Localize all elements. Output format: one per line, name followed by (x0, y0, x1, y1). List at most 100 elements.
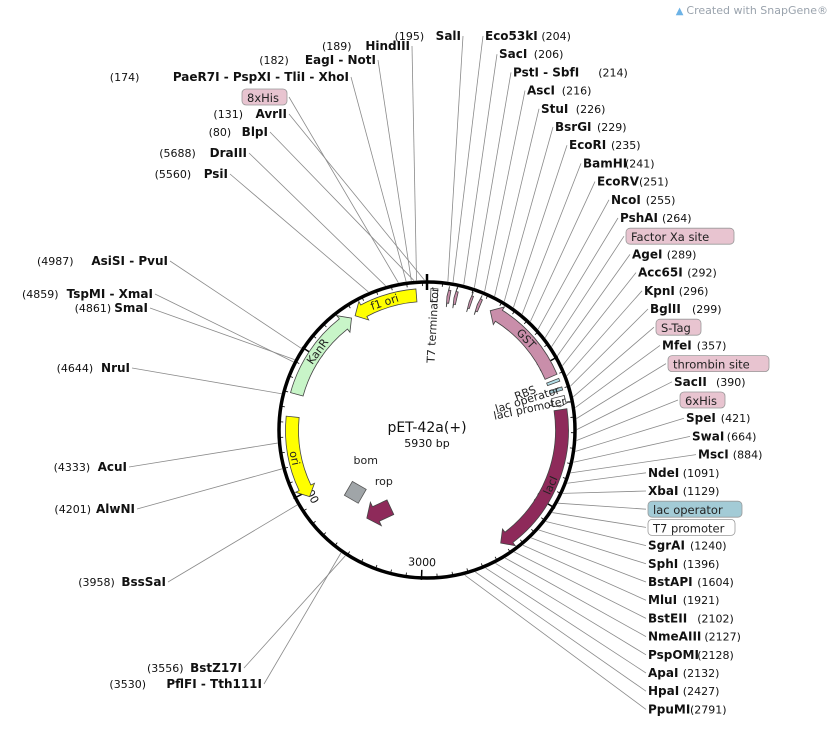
site-8xhis[interactable]: 8xHis (241, 88, 288, 106)
feature-lac-operator[interactable] (548, 386, 564, 395)
site-ndei[interactable]: NdeI(1091) (648, 466, 719, 480)
site-pflfi-tth111i[interactable]: PflFI - Tth111I(3530) (109, 677, 262, 691)
feature-segment[interactable] (452, 287, 459, 309)
site-pspomi[interactable]: PspOMI(2128) (648, 648, 734, 662)
site-eco53ki[interactable]: Eco53kI(204) (485, 29, 571, 43)
feature-rop[interactable] (361, 495, 396, 530)
site-psti-sbfi[interactable]: PstI - SbfI(214) (513, 65, 628, 79)
leader-line (503, 126, 554, 302)
minor-tick (312, 335, 317, 339)
site-apai[interactable]: ApaI(2132) (648, 666, 719, 680)
site-bstapi[interactable]: BstAPI(1604) (648, 575, 734, 589)
site-asisi-pvui[interactable]: AsiSI - PvuI(4987) (37, 254, 168, 268)
minor-tick (512, 310, 516, 315)
site-ecori[interactable]: EcoRI(235) (569, 138, 641, 152)
minor-tick (519, 539, 524, 544)
site-position: (884) (733, 449, 763, 462)
feature-gst[interactable] (489, 306, 558, 380)
site-saci[interactable]: SacI(206) (499, 47, 563, 61)
feature-kanr[interactable] (290, 315, 352, 397)
feature-laci-promoter[interactable] (548, 395, 570, 408)
site-sali[interactable]: SalI(195) (395, 29, 461, 43)
feature-segment[interactable] (445, 286, 452, 308)
feature-f1-ori[interactable] (354, 288, 418, 321)
site-xbai[interactable]: XbaI(1129) (648, 484, 719, 498)
site-swai[interactable]: SwaI(664) (692, 429, 756, 443)
site-paer7i-pspxi-tlii-xhoi[interactable]: PaeR7I - PspXI - TliI - XhoI(174) (110, 70, 349, 84)
site-smai[interactable]: SmaI(4861) (75, 301, 148, 315)
minor-tick (406, 283, 408, 288)
site-s-tag[interactable]: S-Tag (655, 318, 702, 336)
leader-line (452, 35, 484, 283)
leader-line (463, 54, 498, 285)
site-spei[interactable]: SpeI(421) (686, 411, 750, 425)
site-blpi[interactable]: BlpI(80) (209, 125, 268, 139)
feature-bom[interactable] (343, 480, 367, 504)
site-name: AscI (527, 84, 555, 98)
feature-segment[interactable] (466, 291, 475, 313)
site-nmeaiii[interactable]: NmeAIII(2127) (648, 630, 741, 644)
site-eagi-noti[interactable]: EagI - NotI(182) (259, 53, 376, 67)
leader-line (530, 181, 596, 322)
feature-segment[interactable] (473, 295, 483, 315)
site-position: (1396) (683, 558, 720, 571)
feature-ori[interactable] (285, 415, 316, 498)
site-ppumi[interactable]: PpuMI(2791) (648, 702, 727, 716)
site-sphi[interactable]: SphI(1396) (648, 557, 719, 571)
site-thrombin-site[interactable]: thrombin site (667, 355, 770, 373)
site-acc65i[interactable]: Acc65I(292) (638, 266, 717, 280)
site-draiii[interactable]: DraIII(5688) (159, 146, 247, 160)
minor-tick (347, 551, 351, 556)
site-factor-xa-site[interactable]: Factor Xa site (625, 227, 735, 245)
site-mlui[interactable]: MluI(1921) (648, 593, 719, 607)
leader-line (570, 454, 697, 474)
site-hpai[interactable]: HpaI(2427) (648, 684, 719, 698)
feature-laci[interactable] (500, 408, 569, 547)
site-alwni[interactable]: AlwNI(4201) (54, 502, 135, 516)
site-bamhi[interactable]: BamHI(241) (583, 156, 655, 170)
site-msci[interactable]: MscI(884) (698, 448, 762, 462)
site-position: (206) (534, 48, 564, 61)
site-t7-promoter[interactable]: T7 promoter (647, 519, 736, 536)
site-bstz17i[interactable]: BstZ17I(3556) (147, 661, 242, 675)
site-mfei[interactable]: MfeI(357) (662, 338, 726, 352)
site-hindiii[interactable]: HindIII(189) (322, 39, 410, 53)
site-bsteii[interactable]: BstEII(2102) (648, 611, 734, 625)
site-bsssai[interactable]: BssSaI(3958) (78, 575, 166, 589)
site-tspmi-xmai[interactable]: TspMI - XmaI(4859) (22, 287, 153, 301)
site-psii[interactable]: PsiI(5560) (155, 167, 228, 181)
site-avrii[interactable]: AvrII(131) (213, 107, 287, 121)
feature-rbs[interactable] (546, 377, 561, 387)
site-bsrgi[interactable]: BsrGI(229) (555, 120, 627, 134)
feature-t7-terminator[interactable] (430, 288, 439, 303)
leader-line (128, 442, 278, 468)
site-6xhis[interactable]: 6xHis (679, 391, 726, 409)
site-sgrai[interactable]: SgrAI(1240) (648, 539, 727, 553)
leader-line (551, 235, 625, 347)
minor-tick (360, 558, 364, 563)
site-ecorv[interactable]: EcoRV(251) (597, 175, 669, 189)
site-box-label: S-Tag (661, 321, 691, 335)
leader-line (576, 399, 679, 441)
site-bglii[interactable]: BglII(299) (650, 302, 722, 316)
minor-tick (280, 405, 285, 408)
site-position: (251) (639, 176, 669, 189)
site-position: (421) (721, 412, 751, 425)
tick-mark (293, 493, 303, 500)
site-lac-operator[interactable]: lac operator (647, 500, 743, 518)
minor-tick (559, 371, 564, 374)
site-pshai[interactable]: PshAI(264) (620, 211, 692, 225)
site-acui[interactable]: AcuI(4333) (54, 460, 127, 474)
site-agei[interactable]: AgeI(289) (632, 247, 696, 261)
site-ncoi[interactable]: NcoI(255) (611, 193, 675, 207)
leader-line (557, 254, 631, 357)
minor-tick (494, 556, 498, 561)
leader-line (562, 272, 637, 366)
site-stui[interactable]: StuI(226) (541, 102, 605, 116)
leader-line (447, 35, 464, 282)
site-sacii[interactable]: SacII(390) (674, 375, 746, 389)
site-kpni[interactable]: KpnI(296) (644, 284, 708, 298)
site-position: (3556) (147, 662, 184, 675)
site-asci[interactable]: AscI(216) (527, 84, 591, 98)
site-nrui[interactable]: NruI(4644) (57, 361, 130, 375)
